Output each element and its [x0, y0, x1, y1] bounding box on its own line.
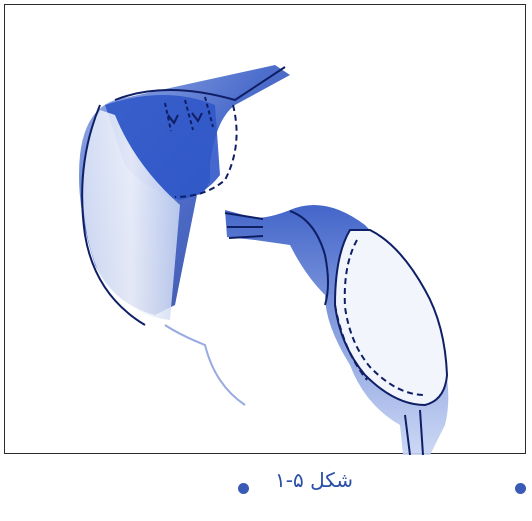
figure-frame: [4, 4, 526, 454]
sleeve-illustration: [5, 5, 527, 455]
bullet-dot-icon: [238, 483, 249, 494]
bullet-dot-icon: [515, 483, 526, 494]
sleeve-piece: [225, 205, 448, 455]
caption-row: شکل ۵-۱: [0, 468, 532, 508]
figure-caption: شکل ۵-۱: [275, 468, 353, 492]
